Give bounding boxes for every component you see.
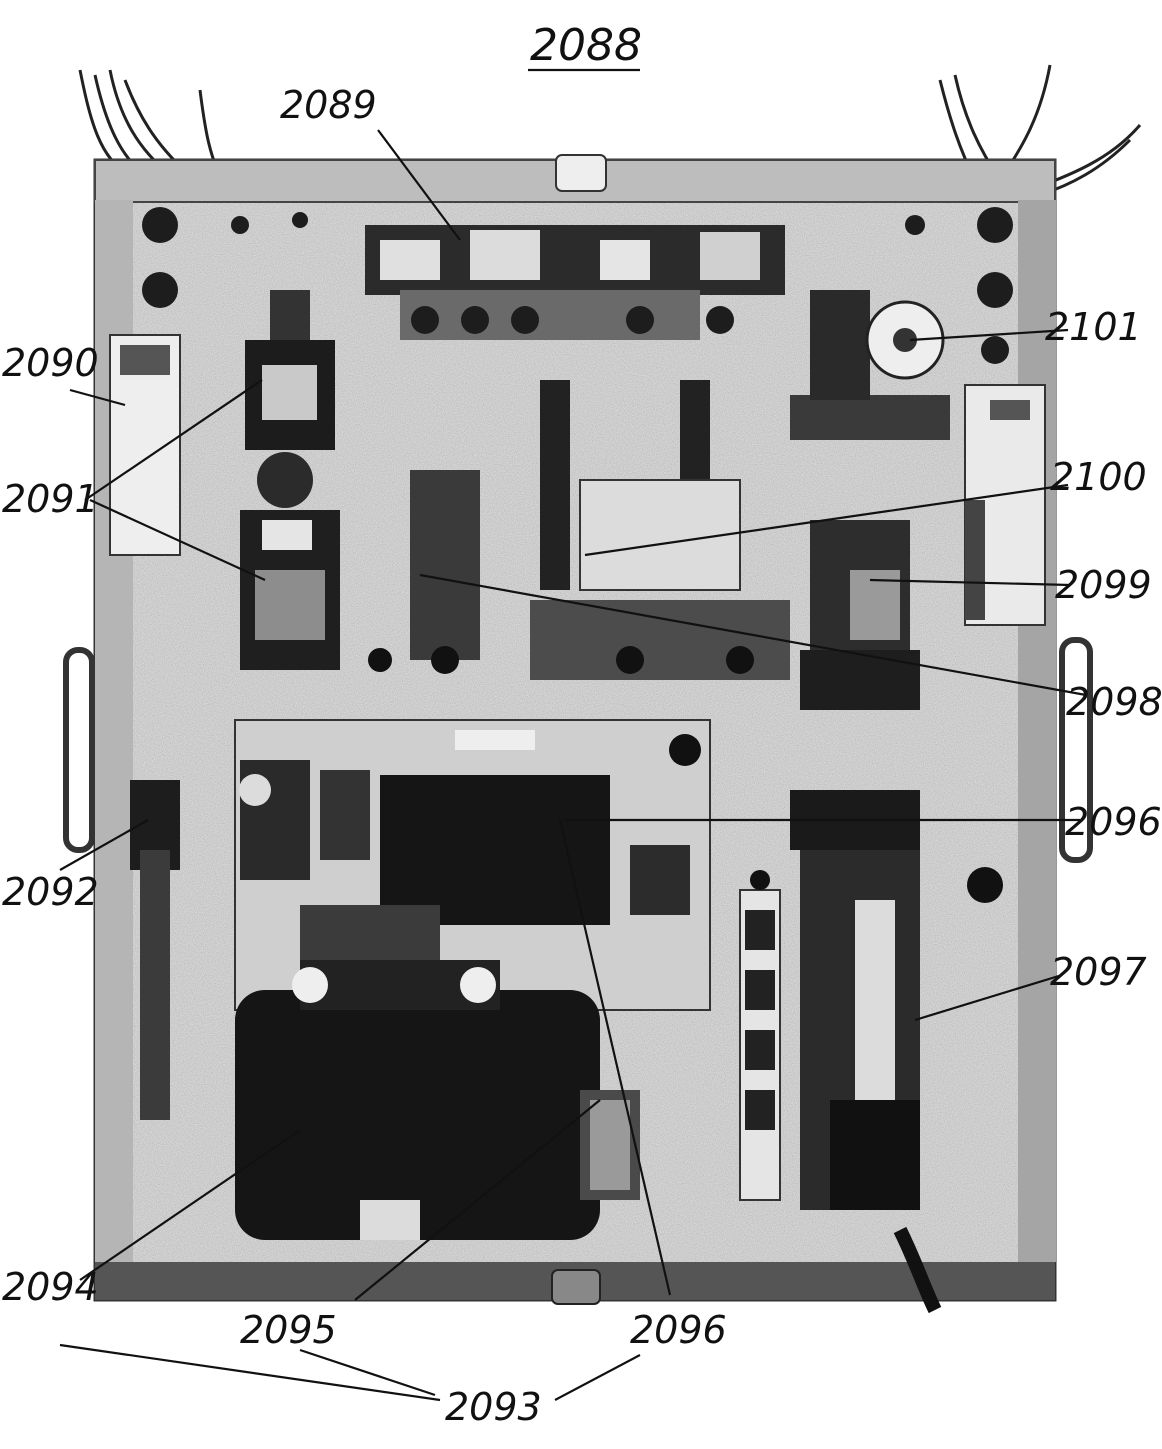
label-2095: 2095 xyxy=(240,1308,337,1352)
label-2090: 2090 xyxy=(2,341,99,385)
transformer xyxy=(235,960,600,1240)
center-relays xyxy=(368,380,790,680)
label-2089: 2089 xyxy=(280,83,377,127)
upper-relay xyxy=(245,290,335,508)
label-2097: 2097 xyxy=(1050,950,1147,994)
label-2096-right: 2096 xyxy=(1065,800,1162,844)
label-2091: 2091 xyxy=(2,477,99,521)
label-2093: 2093 xyxy=(445,1385,542,1429)
terminal-column xyxy=(739,870,781,1201)
motor xyxy=(790,290,950,440)
label-2092: 2092 xyxy=(2,870,99,914)
right-bottom-assembly xyxy=(790,790,1003,1314)
terminal-strip xyxy=(365,225,785,340)
right-relays xyxy=(800,520,920,710)
right-handle xyxy=(1059,637,1093,863)
label-2101: 2101 xyxy=(1045,305,1142,349)
leader-lines xyxy=(59,129,1087,1402)
right-bracket xyxy=(964,384,1046,626)
figure-title: 2088 xyxy=(530,20,642,71)
label-2098: 2098 xyxy=(1066,680,1162,724)
callout-labels: 2089 2090 2091 2092 2094 2095 2096 2093 … xyxy=(2,83,1162,1429)
label-2100: 2100 xyxy=(1050,455,1147,499)
left-bracket xyxy=(109,334,181,556)
resistor-stack xyxy=(580,1090,640,1200)
left-screws xyxy=(142,207,1013,364)
lower-relay xyxy=(240,510,340,670)
label-2094: 2094 xyxy=(2,1265,99,1309)
label-2096-bottom: 2096 xyxy=(630,1308,727,1352)
label-2099: 2099 xyxy=(1055,563,1152,607)
